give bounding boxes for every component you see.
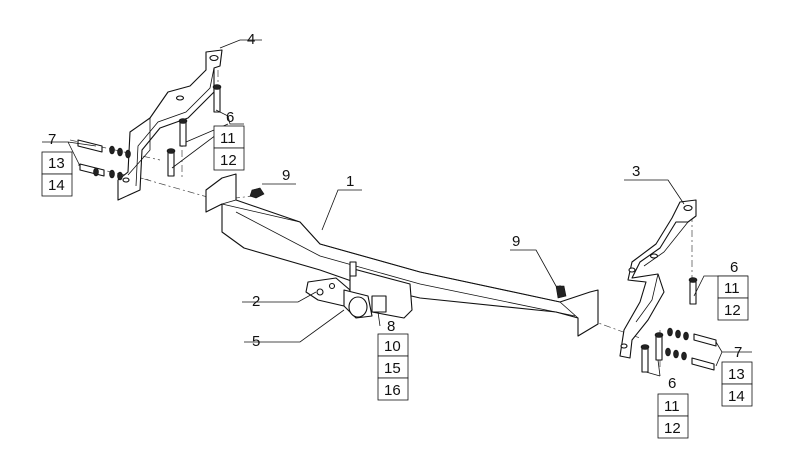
- callout-7-right: 7: [734, 344, 742, 361]
- callout-8: 8: [387, 318, 395, 335]
- callout-6-left: 6: [226, 109, 234, 126]
- leader-lines: [42, 39, 752, 377]
- callout-11-right-top: 11: [724, 280, 740, 297]
- callout-7-left: 7: [48, 131, 56, 148]
- callout-12-right-bottom: 12: [664, 420, 681, 437]
- callout-6-right-top: 6: [730, 259, 738, 276]
- right-fasteners: [640, 277, 717, 373]
- callout-13-left: 13: [48, 155, 65, 172]
- callout-15: 15: [384, 360, 401, 377]
- left-mounting-bracket: [117, 49, 223, 201]
- callout-5: 5: [252, 333, 260, 350]
- callout-11-right-bottom: 11: [664, 398, 680, 415]
- callout-12-right-top: 12: [724, 302, 741, 319]
- callout-16: 16: [384, 382, 401, 399]
- callout-4: 4: [247, 31, 255, 48]
- callout-numbers: 4 6 11 12 7 13 14 9 1 2 5 8 10 15 16 9 3…: [48, 31, 745, 437]
- callout-2: 2: [252, 293, 260, 310]
- main-cross-beam: [205, 173, 599, 337]
- callout-6-right-bottom: 6: [668, 375, 676, 392]
- callout-9-left: 9: [282, 167, 290, 184]
- left-fasteners: [77, 84, 222, 181]
- callout-10: 10: [384, 338, 401, 355]
- nuts: [249, 187, 567, 299]
- callout-14-left: 14: [48, 177, 65, 194]
- callout-13-right: 13: [728, 366, 745, 383]
- callout-12-left: 12: [220, 152, 237, 169]
- callout-14-right: 14: [728, 388, 745, 405]
- callout-11-left: 11: [220, 130, 236, 147]
- callout-9-right: 9: [512, 233, 520, 250]
- callout-boxes: [41, 125, 753, 439]
- tow-ball-mount: [305, 261, 413, 319]
- callout-1: 1: [346, 173, 354, 190]
- callout-3: 3: [632, 163, 640, 180]
- right-mounting-bracket: [619, 199, 697, 359]
